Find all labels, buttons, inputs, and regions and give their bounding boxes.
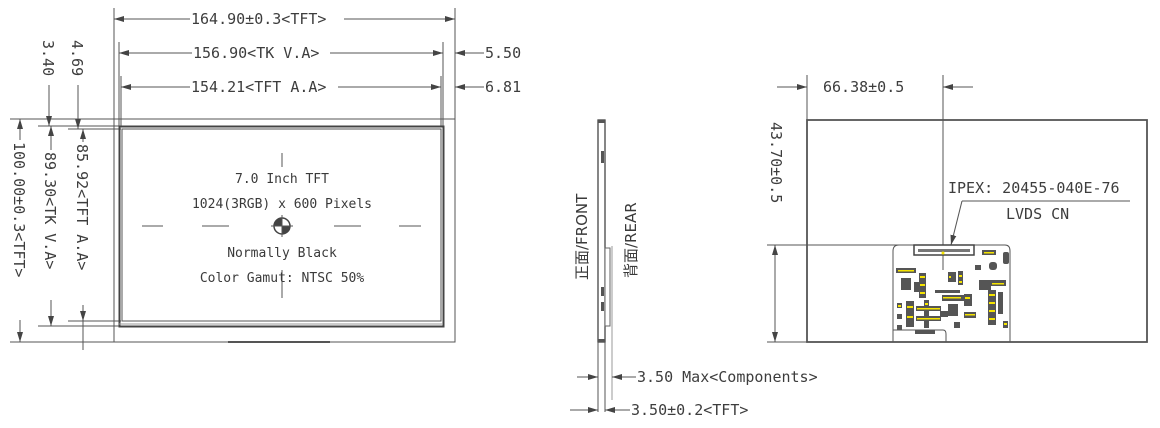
panel-size-label: 7.0 Inch TFT bbox=[235, 172, 329, 187]
connector-part-label: IPEX: 20455-040E-76 bbox=[948, 179, 1120, 197]
pcb-board bbox=[892, 244, 1011, 342]
panel-gamut-label: Color Gamut: NTSC 50% bbox=[200, 271, 365, 286]
dim-connector-y: 43.70±0.5 bbox=[767, 122, 785, 203]
dim-tft-aa-width: 154.21<TFT A.A> bbox=[191, 78, 326, 96]
dim-right-offset-aa: 6.81 bbox=[485, 78, 521, 96]
dim-tk-va-width: 156.90<TK V.A> bbox=[193, 44, 319, 62]
dim-top-offset-tk: 3.40 bbox=[39, 40, 57, 76]
component-highlights bbox=[898, 252, 1007, 325]
connector-name-label: LVDS CN bbox=[1006, 205, 1069, 223]
dim-right-offset-tk: 5.50 bbox=[485, 44, 521, 62]
dim-tft-aa-height: 85.92<TFT A.A> bbox=[73, 144, 91, 270]
dim-tft-height: 100.00±0.3<TFT> bbox=[10, 142, 28, 277]
side-view bbox=[570, 119, 636, 413]
panel-mode-label: Normally Black bbox=[227, 246, 337, 261]
front-label: 正面/FRONT bbox=[573, 193, 591, 280]
rear-view bbox=[767, 75, 1148, 343]
dim-tft-thickness: 3.50±0.2<TFT> bbox=[631, 401, 748, 419]
rear-label: 背面/REAR bbox=[622, 202, 640, 278]
panel-resolution-label: 1024(3RGB) x 600 Pixels bbox=[192, 197, 372, 212]
lvds-connector-icon bbox=[913, 244, 975, 256]
dim-connector-x: 66.38±0.5 bbox=[823, 78, 904, 96]
dim-tft-width: 164.90±0.3<TFT> bbox=[191, 10, 326, 28]
dim-components-thickness: 3.50 Max<Components> bbox=[637, 368, 818, 386]
dim-tk-va-height: 89.30<TK V.A> bbox=[41, 152, 59, 269]
center-crosshair-icon bbox=[271, 215, 293, 237]
dim-top-offset-aa: 4.69 bbox=[68, 40, 86, 76]
front-view bbox=[10, 8, 484, 350]
